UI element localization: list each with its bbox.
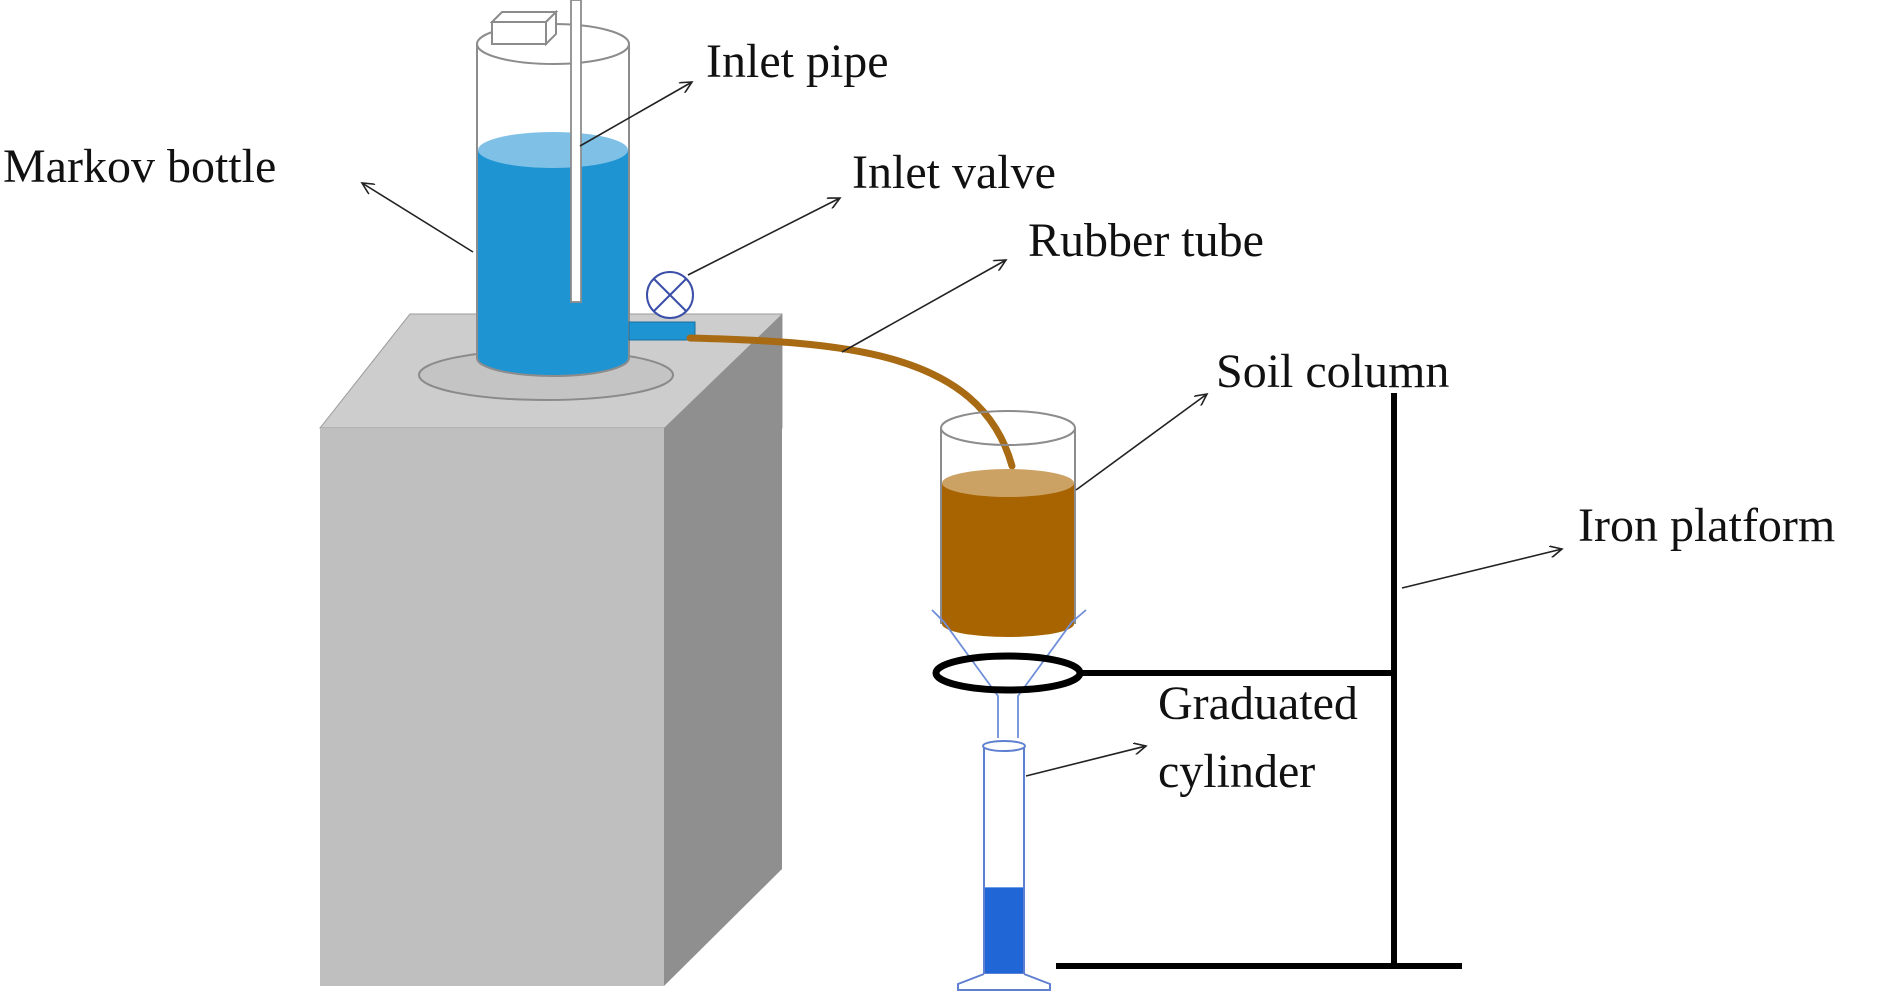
inlet-pipe <box>570 0 582 303</box>
leader-markov-bottle <box>362 183 474 253</box>
graduated-cylinder <box>957 740 1051 991</box>
iron-platform <box>932 393 1462 969</box>
label-graduated-cylinder-line2: cylinder <box>1158 745 1315 798</box>
leader-graduated-cylinder <box>1025 746 1146 777</box>
leader-rubber-tube <box>841 260 1006 353</box>
cylinder-foot <box>957 973 1051 991</box>
soil-surface <box>942 469 1074 497</box>
iron-ring-clamp <box>932 652 1084 694</box>
soil-column-rim <box>940 410 1076 446</box>
leader-iron-platform <box>1401 549 1562 589</box>
bottle-water-surface <box>478 132 628 168</box>
label-markov-bottle: Markov bottle <box>3 140 276 193</box>
leader-soil-column <box>1075 394 1207 491</box>
stand-front-face <box>320 428 664 986</box>
rubber-tube <box>686 334 1016 470</box>
bottle-water <box>478 150 628 358</box>
label-inlet-pipe: Inlet pipe <box>706 35 889 88</box>
soil-fill-bottom <box>942 611 1074 637</box>
label-iron-platform: Iron platform <box>1578 499 1835 552</box>
label-soil-column: Soil column <box>1216 345 1449 398</box>
leader-inlet-valve <box>687 198 840 276</box>
bottle-stopper-icon <box>489 9 559 47</box>
outlet-stub <box>628 321 696 341</box>
cylinder-collected-water <box>984 887 1024 974</box>
stand-side-face <box>664 314 782 986</box>
bottle-water-bottom <box>478 340 628 376</box>
bottle-bottom-edge <box>476 357 630 377</box>
markov-bottle <box>476 0 696 377</box>
soil-fill <box>942 483 1074 624</box>
soil-column <box>940 410 1076 637</box>
leader-inlet-pipe <box>579 82 692 147</box>
inlet-valve-icon <box>646 271 694 319</box>
bottle-stand <box>318 313 783 986</box>
label-inlet-valve: Inlet valve <box>852 146 1056 199</box>
cylinder-rim <box>982 740 1026 752</box>
label-graduated-cylinder-line1: Graduated <box>1158 677 1358 730</box>
label-rubber-tube: Rubber tube <box>1028 214 1264 267</box>
